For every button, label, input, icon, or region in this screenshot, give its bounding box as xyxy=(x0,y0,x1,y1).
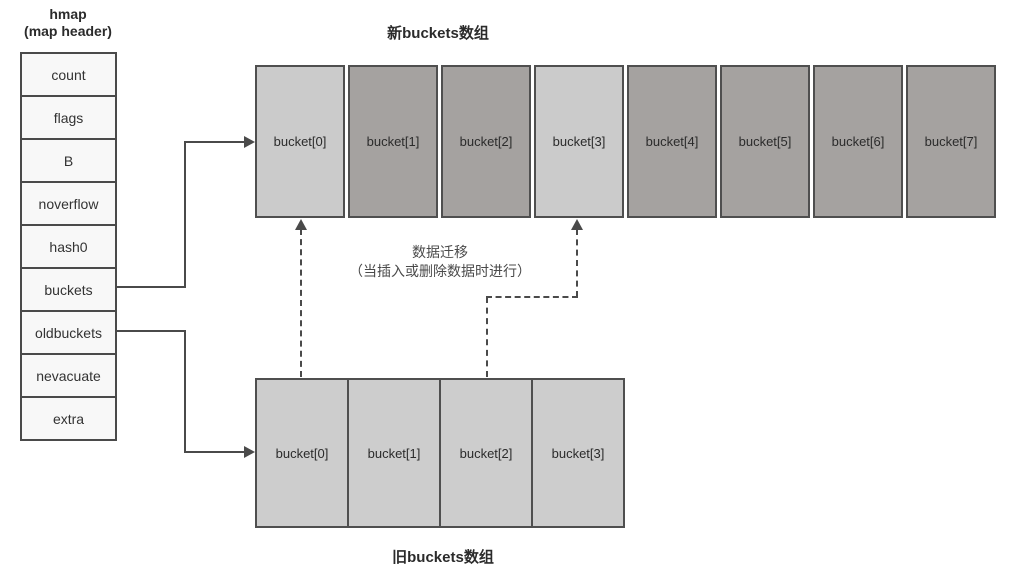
migration-note: 数据迁移 （当插入或删除数据时进行） xyxy=(290,243,590,281)
hmap-field-buckets: buckets xyxy=(20,267,117,312)
buckets-pointer-arrowhead-icon xyxy=(244,136,255,148)
hmap-field-noverflow: noverflow xyxy=(20,181,117,226)
hmap-field-flags: flags xyxy=(20,95,117,140)
hmap-title-line2: (map header) xyxy=(24,23,112,39)
new-bucket-1: bucket[1] xyxy=(348,65,438,218)
buckets-pointer-segment-h1 xyxy=(115,286,186,288)
hmap-title-line1: hmap xyxy=(49,6,87,22)
hmap-title: hmap (map header) xyxy=(0,6,136,40)
buckets-pointer-segment-v xyxy=(184,141,186,288)
migration-arrow-bucket2-segment-v2 xyxy=(576,229,578,297)
new-bucket-2: bucket[2] xyxy=(441,65,531,218)
buckets-pointer-segment-h2 xyxy=(184,141,245,143)
hmap-field-b: B xyxy=(20,138,117,183)
hmap-field-nevacuate: nevacuate xyxy=(20,353,117,398)
new-bucket-5: bucket[5] xyxy=(720,65,810,218)
new-bucket-7: bucket[7] xyxy=(906,65,996,218)
hmap-field-stack: count flags B noverflow hash0 buckets ol… xyxy=(20,52,117,441)
migration-note-line2: （当插入或删除数据时进行） xyxy=(349,263,531,279)
migration-arrow-bucket2-segment-v1 xyxy=(486,297,488,377)
new-bucket-3: bucket[3] xyxy=(534,65,624,218)
oldbuckets-pointer-segment-v xyxy=(184,330,186,453)
old-bucket-0: bucket[0] xyxy=(255,378,349,528)
migration-arrow-bucket2-arrowhead-icon xyxy=(571,219,583,230)
new-bucket-0: bucket[0] xyxy=(255,65,345,218)
old-buckets-array: bucket[0] bucket[1] bucket[2] bucket[3] xyxy=(255,378,625,528)
new-bucket-4: bucket[4] xyxy=(627,65,717,218)
migration-note-line1: 数据迁移 xyxy=(412,244,468,260)
new-bucket-6: bucket[6] xyxy=(813,65,903,218)
migration-arrow-bucket0-segment-v xyxy=(300,229,302,377)
old-bucket-1: bucket[1] xyxy=(347,378,441,528)
migration-arrow-bucket2-segment-h xyxy=(486,296,578,298)
new-buckets-array: bucket[0] bucket[1] bucket[2] bucket[3] … xyxy=(255,65,996,218)
oldbuckets-pointer-arrowhead-icon xyxy=(244,446,255,458)
old-bucket-3: bucket[3] xyxy=(531,378,625,528)
migration-arrow-bucket0-arrowhead-icon xyxy=(295,219,307,230)
hmap-field-oldbuckets: oldbuckets xyxy=(20,310,117,355)
new-buckets-title: 新buckets数组 xyxy=(387,25,489,42)
hmap-field-hash0: hash0 xyxy=(20,224,117,269)
hmap-field-extra: extra xyxy=(20,396,117,441)
old-buckets-title: 旧buckets数组 xyxy=(392,549,494,566)
oldbuckets-pointer-segment-h2 xyxy=(184,451,245,453)
oldbuckets-pointer-segment-h1 xyxy=(115,330,186,332)
old-bucket-2: bucket[2] xyxy=(439,378,533,528)
hmap-field-count: count xyxy=(20,52,117,97)
